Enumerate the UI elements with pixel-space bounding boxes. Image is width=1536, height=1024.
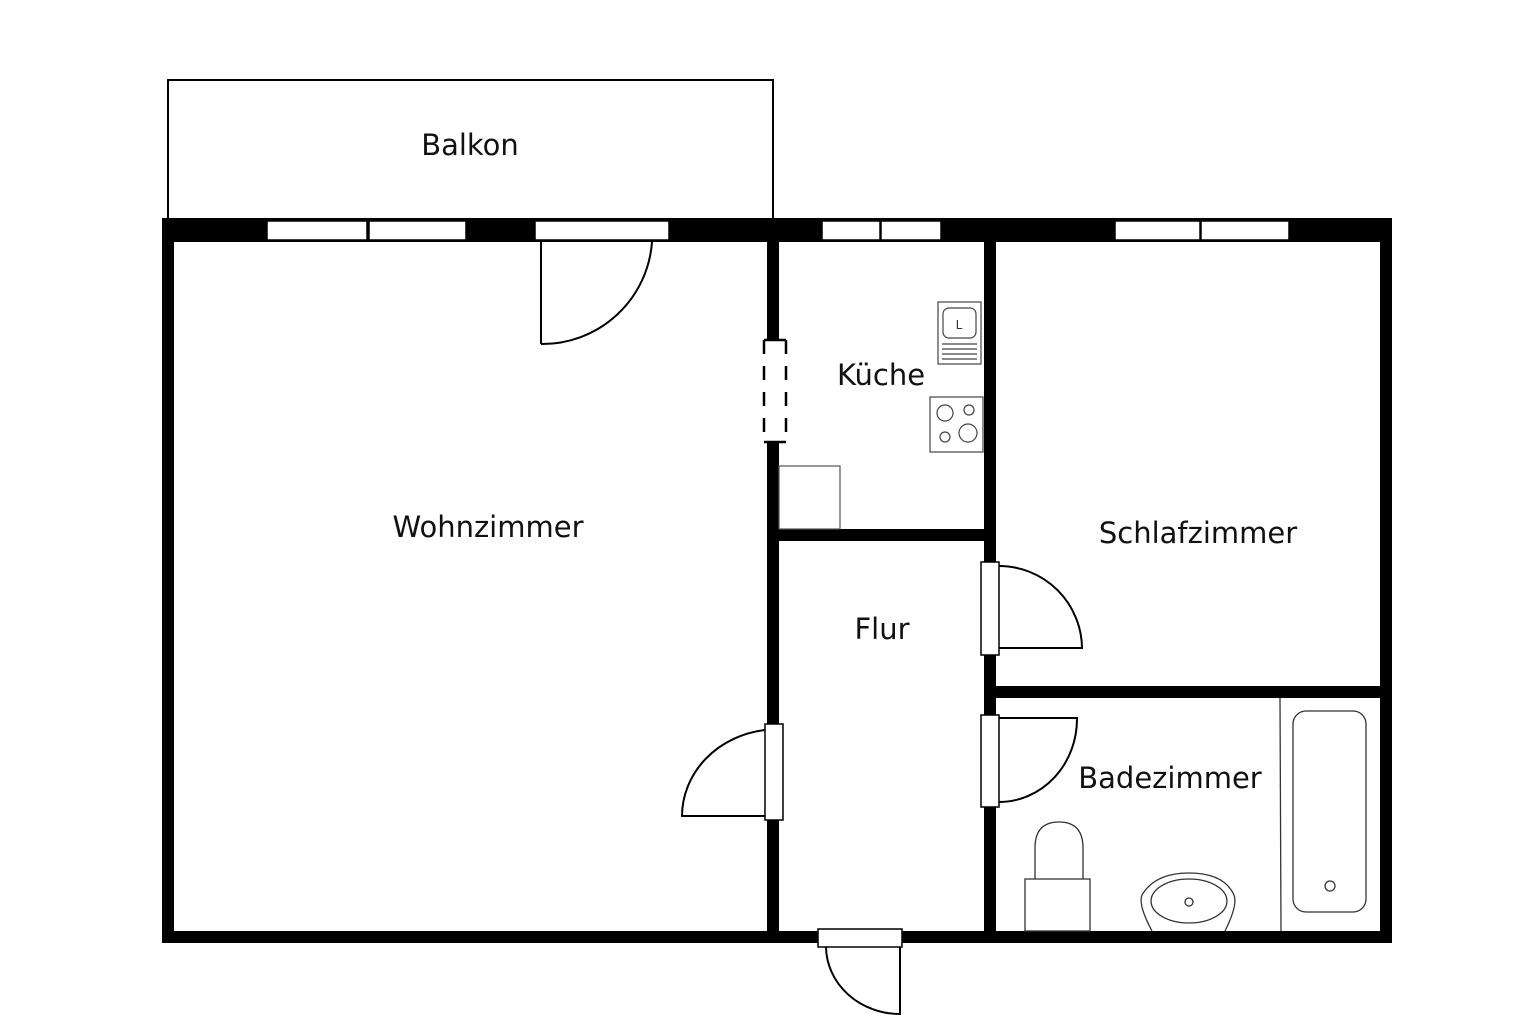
room-label-schlafzimmer: Schlafzimmer (1098, 516, 1298, 550)
room-label-flur: Flur (854, 612, 910, 646)
room-label-balkon: Balkon (421, 128, 519, 162)
stove-icon (929, 396, 984, 453)
interior-walls (767, 242, 1392, 932)
room-label-wohnzimmer: Wohnzimmer (392, 510, 584, 544)
sink-label: L (956, 318, 963, 332)
washbasin-icon (1140, 872, 1236, 932)
bedroom-door (980, 561, 1084, 656)
kitchen-counter (778, 465, 841, 530)
bathroom-door (980, 714, 1079, 808)
entrance-door (817, 928, 903, 1016)
room-label-badezimmer: Badezimmer (1078, 761, 1262, 795)
windows (266, 220, 1290, 241)
toilet-icon (1024, 821, 1091, 932)
living-room-door (680, 723, 784, 821)
bathtub-icon (1279, 697, 1367, 932)
kitchen-sink-icon (937, 301, 982, 365)
room-label-kueche: Küche (836, 358, 926, 392)
wall-opening (762, 338, 788, 444)
balcony-door (540, 241, 653, 346)
